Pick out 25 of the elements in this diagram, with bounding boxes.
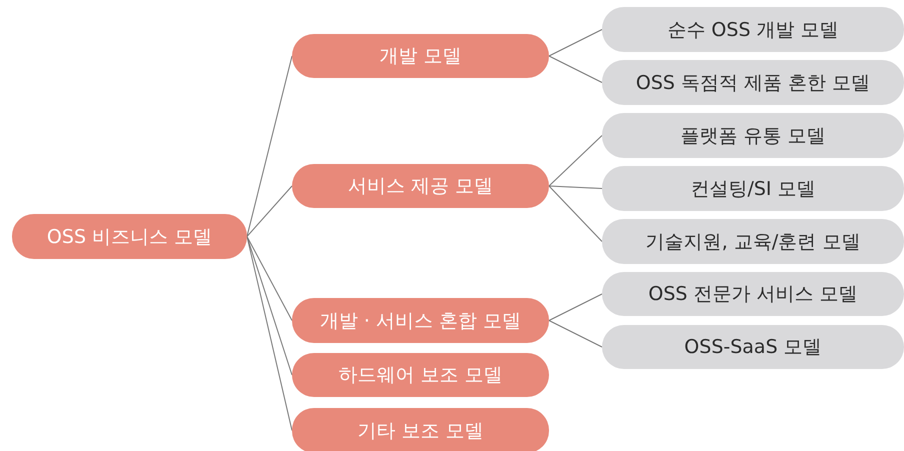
connector-line — [246, 236, 292, 431]
connector-line — [246, 186, 292, 237]
category-box: 서비스 제공 모델 — [292, 164, 549, 208]
model-box: OSS 독점적 제품 혼한 모델 — [602, 60, 904, 105]
connector-line — [548, 320, 602, 348]
category-box: 개발 · 서비스 혼합 모델 — [292, 298, 549, 343]
connector-line — [548, 186, 602, 189]
connector-line — [548, 29, 602, 56]
model-box: 기술지원, 교육/훈련 모델 — [602, 219, 904, 264]
connector-line — [548, 186, 602, 242]
model-box: 순수 OSS 개발 모델 — [602, 7, 904, 52]
category-box: 개발 모델 — [292, 34, 549, 78]
category-box: 기타 보조 모델 — [292, 408, 549, 451]
root-box: OSS 비즈니스 모델 — [12, 214, 247, 259]
connector-line — [548, 56, 602, 83]
connector-line — [548, 294, 602, 321]
connector-line — [548, 135, 602, 186]
model-box: OSS-SaaS 모델 — [602, 325, 904, 369]
category-box: 하드웨어 보조 모델 — [292, 353, 549, 397]
model-box: OSS 전문가 서비스 모델 — [602, 272, 904, 316]
connector-line — [246, 56, 292, 237]
connector-line — [246, 236, 292, 376]
connector-line — [246, 236, 292, 321]
model-box: 플랫폼 유통 모델 — [602, 113, 904, 158]
model-box: 컨설팅/SI 모델 — [602, 166, 904, 211]
